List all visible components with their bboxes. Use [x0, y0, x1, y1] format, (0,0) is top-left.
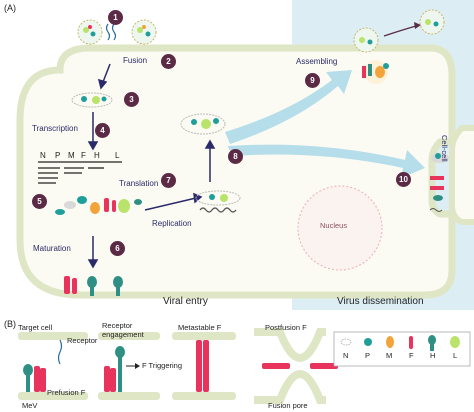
- step-7-marker: 7: [161, 173, 176, 188]
- gene-l: L: [115, 151, 120, 160]
- rnp-complex: [71, 92, 113, 108]
- step-8-marker: 8: [228, 149, 243, 164]
- step-5-marker: 5: [32, 194, 47, 209]
- cell-cell-flow-arrow: [228, 144, 425, 178]
- panel-b-label: (B): [4, 319, 16, 329]
- new-rnp: [180, 113, 226, 135]
- assembling-label: Assembling: [296, 57, 338, 66]
- gene-m: M: [68, 151, 75, 160]
- step-3-marker: 3: [124, 92, 139, 107]
- translated-proteins: [55, 196, 142, 215]
- panel-a-diagram: [16, 0, 474, 310]
- mrna-transcripts: [38, 161, 122, 184]
- legend-h: H: [430, 351, 436, 360]
- cell-cell-label: Cell-cell: [440, 135, 449, 162]
- assembling-flow-arrow: [225, 70, 352, 144]
- panel-b-diagram: [18, 328, 471, 404]
- transcription-label: Transcription: [32, 124, 78, 133]
- target-cell-label: Target cell: [18, 323, 53, 332]
- step-10-marker: 10: [396, 172, 411, 187]
- panel-a-label: (A): [4, 3, 16, 13]
- prefusion-f-label: Prefusion F: [47, 388, 86, 397]
- fusion-label: Fusion: [123, 56, 148, 65]
- receptor-engagement-label-2: engagement: [102, 330, 144, 339]
- maturation-label: Maturation: [33, 244, 71, 253]
- receptor-engagement-label-1: Receptor: [102, 321, 133, 330]
- host-cell: [16, 44, 456, 299]
- gene-n: N: [40, 151, 46, 160]
- gene-f: F: [81, 151, 86, 160]
- assembling-virion: [353, 9, 445, 84]
- postfusion-f-label: Postfusion F: [265, 323, 307, 332]
- fusion-pore-scene: [254, 328, 338, 404]
- legend-m: M: [386, 351, 393, 360]
- step-2-marker: 2: [161, 54, 176, 69]
- neighbor-cell: [449, 125, 474, 225]
- step-6-marker: 6: [110, 241, 125, 256]
- replicating-genome: [195, 190, 241, 213]
- mev-label: MeV: [22, 401, 38, 410]
- cell-cell-fusion-proteins: [429, 153, 449, 212]
- translation-label: Translation: [119, 179, 159, 188]
- fusion-arrow: [102, 63, 111, 83]
- virion-entry: [77, 19, 157, 45]
- legend-p: P: [365, 351, 371, 360]
- legend-f: F: [409, 351, 414, 360]
- gene-h: H: [94, 151, 100, 160]
- surface-glycoproteins: [64, 276, 123, 296]
- prefusion-scene: [18, 332, 88, 400]
- virus-dissemination-caption: Virus dissemination: [337, 296, 424, 307]
- receptor-engagement-scene: [98, 332, 160, 400]
- legend-l: L: [453, 351, 458, 360]
- legend-n: N: [343, 351, 349, 360]
- legend: [333, 331, 471, 367]
- step-1-marker: 1: [108, 10, 123, 25]
- f-triggering-label: F Triggering: [142, 361, 183, 370]
- metastable-scene: [172, 332, 236, 400]
- nucleus: [297, 185, 383, 271]
- replication-arrow: [144, 197, 197, 211]
- gene-p: P: [55, 151, 61, 160]
- step-9-marker: 9: [305, 73, 320, 88]
- nucleus-label: Nucleus: [320, 221, 348, 230]
- receptor-label: Receptor: [67, 336, 98, 345]
- viral-entry-caption: Viral entry: [163, 296, 208, 307]
- metastable-f-label: Metastable F: [178, 323, 222, 332]
- step-4-marker: 4: [95, 123, 110, 138]
- replication-label: Replication: [152, 219, 192, 228]
- fusion-pore-label: Fusion pore: [268, 401, 308, 410]
